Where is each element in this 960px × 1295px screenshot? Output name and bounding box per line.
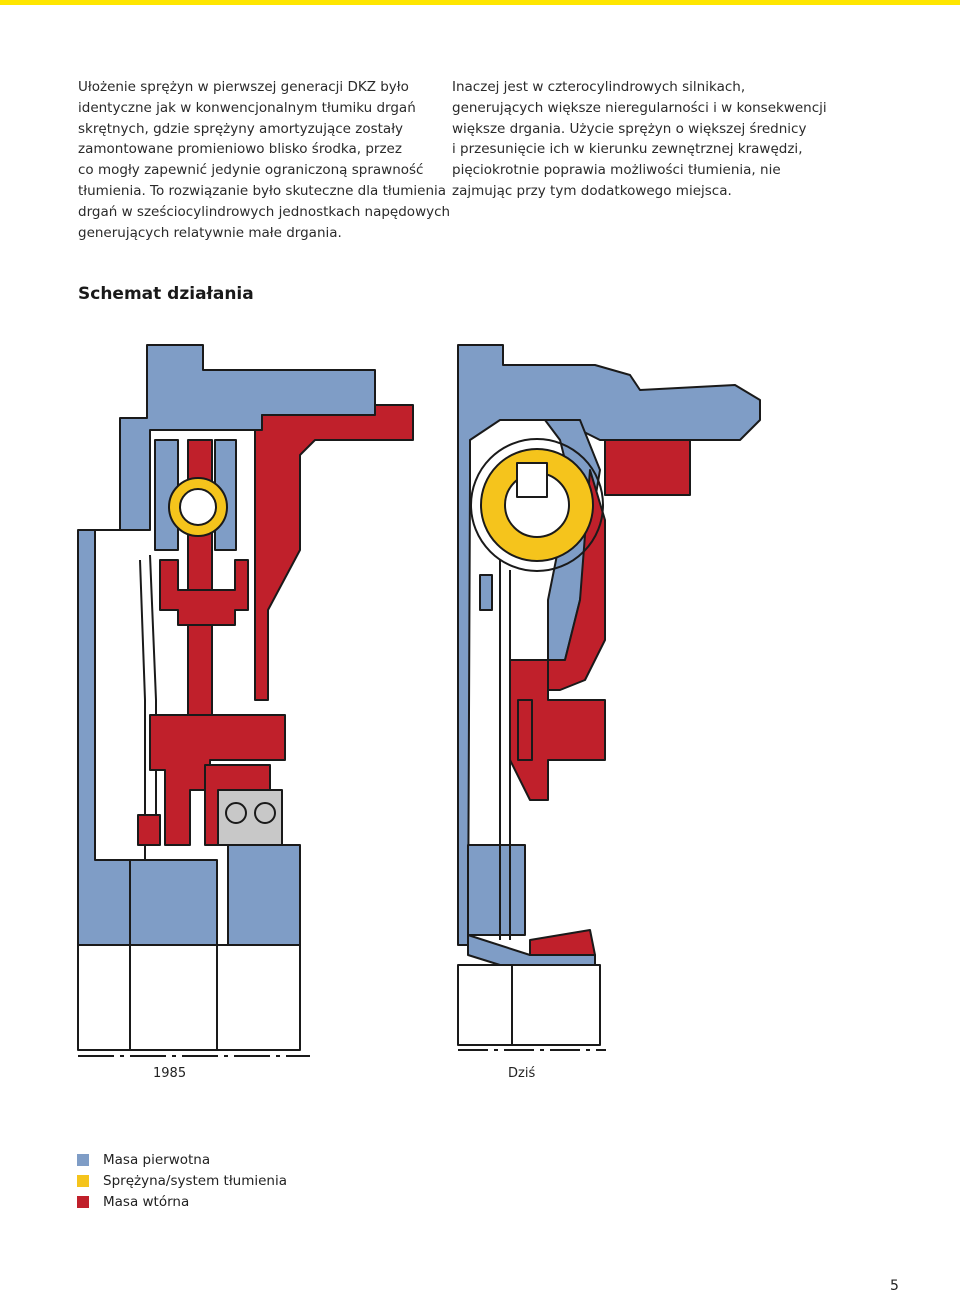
text-line: drgań w sześciocylindrowych jednostkach … [78,203,451,220]
legend-label: Masa pierwotna [103,1151,211,1168]
primary-mass-inner-ring [154,439,179,551]
secondary-mass-hub [149,714,286,846]
secondary-mass-lower [137,814,161,846]
legend-swatch [77,1153,89,1166]
primary-mass-bottom [227,844,301,946]
legend-swatch [77,1174,89,1187]
section-title: Schemat działania [78,284,254,304]
top-accent-bar [0,0,960,5]
secondary-mass-body [254,404,414,701]
secondary-mass-flange [159,559,249,626]
secondary-mass-today-bolt [517,699,533,761]
primary-mass-today-clip [479,574,493,611]
legend-item-primary-mass: Masa pierwotna [77,1149,287,1170]
legend-item-spring: Sprężyna/system tłumienia [77,1170,287,1191]
legend-label: Masa wtórna [103,1193,190,1210]
text-line: zamontowane promieniowo blisko środka, p… [78,141,402,158]
diagram-1985 [77,344,414,1057]
secondary-mass-today-top [604,439,691,496]
caption-1985: 1985 [153,1066,187,1081]
base-frame-divider [129,945,218,1050]
text-line: co mogły zapewnić jedynie ograniczoną sp… [78,162,424,179]
spring-seat [516,462,548,498]
text-line: i przesunięcie ich w kierunku zewnętrzne… [452,141,803,158]
text-line: generujących relatywnie małe drgania. [78,224,342,241]
primary-mass-today-outer [457,344,761,946]
secondary-mass-today-hub [509,659,606,801]
bearing-ball-1 [225,802,247,824]
text-line: Inaczej jest w czterocylindrowych silnik… [452,79,746,95]
base-frame-1985 [77,944,301,1051]
primary-mass-today-hub [467,844,526,936]
primary-mass-hub-plate [129,859,218,946]
secondary-mass-today-lower [529,929,596,956]
text-line: większe drgania. Użycie sprężyn o większ… [452,120,807,137]
text-line: zajmując przy tym dodatkowego miejsca. [452,182,732,199]
legend-label: Sprężyna/system tłumienia [103,1172,288,1189]
secondary-mass-today-body [547,469,606,691]
legend-swatch [77,1195,89,1208]
primary-mass-outer [77,344,376,946]
bearing-ball-2 [254,802,276,824]
legend-item-secondary-mass: Masa wtórna [77,1191,287,1212]
intro-paragraph-right: Inaczej jest w czterocylindrowych silnik… [452,77,827,202]
base-frame-today [457,964,601,1046]
text-line: identyczne jak w konwencjonalnym tłumiku… [78,99,416,116]
diagram-today [457,344,761,1051]
text-line: generujących większe nieregularności i w… [452,99,827,116]
plate-outline [139,559,146,860]
text-line: skrętnych, gdzie sprężyny amortyzujące z… [78,120,404,137]
spring-outer-ring [470,438,604,572]
page-number: 5 [890,1278,899,1294]
spring-inner [179,488,217,526]
plate-outline-2 [149,554,157,840]
caption-today: Dziś [508,1066,536,1081]
text-line: pięciokrotnie poprawia możliwości tłumie… [452,162,781,179]
legend: Masa pierwotna Sprężyna/system tłumienia… [77,1149,287,1212]
text-line: tłumienia. To rozwiązanie było skuteczne… [78,182,447,199]
intro-paragraph-left: Ułożenie sprężyn w pierwszej generacji D… [78,77,450,243]
shaft-lines [499,560,511,940]
text-line: Ułożenie sprężyn w pierwszej generacji D… [78,79,409,95]
